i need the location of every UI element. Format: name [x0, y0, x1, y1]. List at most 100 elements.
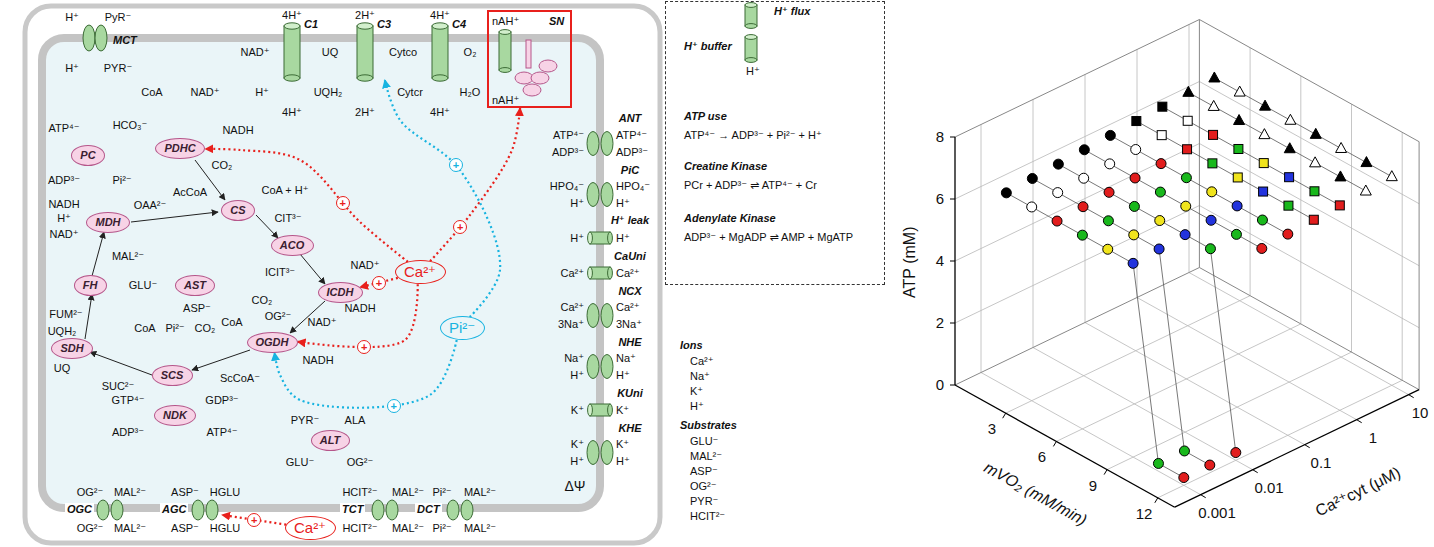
reaction-arrow [131, 212, 218, 222]
species-label: ADP³⁻ [616, 146, 648, 159]
data-marker [1386, 171, 1397, 181]
carrier-symbol [97, 500, 109, 520]
edge-label: + [387, 399, 401, 413]
species-label: CoA [134, 322, 155, 335]
axis-line [955, 385, 1175, 507]
species-label: MAL²⁻ [690, 450, 722, 463]
carrier-label: DCT [413, 501, 477, 519]
outer-membrane [25, 6, 660, 543]
node-text: Creatine Kinase [684, 160, 767, 173]
species-label: UQ [322, 46, 339, 59]
node-text: DCT [415, 503, 442, 516]
channel-symbol [499, 68, 511, 73]
node-text: AST [184, 279, 206, 292]
species-label: OG²⁻ [265, 310, 292, 323]
species-label: O₂ [464, 46, 477, 59]
species-label: ICIT³⁻ [265, 266, 295, 279]
species-label: H⁺ [57, 212, 71, 225]
carrier-symbol [587, 441, 599, 465]
species-label: UQ [54, 362, 71, 375]
regulation-arrow [430, 108, 520, 261]
complex-channel: C4 [428, 18, 468, 80]
series-line [1058, 164, 1235, 452]
species-label: GDP³⁻ [205, 394, 238, 407]
channel-symbol [284, 23, 300, 29]
data-marker [1179, 473, 1189, 483]
data-marker [1105, 130, 1115, 140]
data-marker [1234, 144, 1243, 153]
node-text: CS [230, 204, 246, 217]
species-label: K⁺ [616, 404, 629, 417]
box-edge [1419, 142, 1420, 390]
series-line [1188, 92, 1365, 191]
species-label: ASP⁻ [171, 522, 199, 535]
node-text: ICDH [327, 286, 354, 299]
node-text: OGC [65, 503, 94, 516]
transporter-label: H⁺ leak [611, 214, 650, 227]
data-marker [1079, 145, 1089, 155]
transporter-label: KHE [618, 422, 642, 435]
carrier-symbol [587, 183, 599, 207]
species-label: Ca²⁺ [690, 355, 714, 368]
species-label: PYR⁻ [104, 62, 132, 75]
species-label: ATP⁴⁻ [616, 129, 647, 142]
species-label: Cytcr [397, 86, 423, 99]
species-label: NADH [344, 302, 375, 315]
species-label: Ca²⁺ [560, 267, 584, 280]
carrier-label: OGC [63, 501, 127, 519]
species-label: NAD⁺ [49, 228, 78, 241]
synthase-box: SNnAH⁺nAH⁺ [487, 10, 572, 108]
enzyme-ellipse: FH [74, 275, 107, 296]
data-marker [1130, 173, 1140, 183]
species-label: ATP⁴⁻ [553, 129, 584, 142]
axis-text: 1 [1369, 429, 1377, 446]
edge-label: + [247, 513, 261, 527]
transporter-label: CaUni [614, 250, 646, 263]
node-text: Ca²⁺ [404, 263, 437, 280]
reaction-arrow [192, 350, 250, 370]
species-label: H⁺ [65, 62, 79, 75]
species-label: NADH [222, 124, 253, 137]
node-text: KHE [618, 422, 642, 435]
species-label: 2H⁺ [355, 106, 375, 119]
species-label: NADH [302, 354, 333, 367]
enzyme-ellipse: ICDH [318, 282, 363, 303]
channel-symbol [432, 75, 448, 81]
node-text: C3 [377, 18, 391, 31]
grid-line [955, 144, 1419, 266]
grid-line [1006, 296, 1250, 414]
species-label: H⁺ [65, 11, 79, 24]
channel-symbol [284, 26, 300, 78]
data-marker [1105, 159, 1115, 169]
data-marker [1257, 243, 1267, 253]
species-label: NAD⁺ [190, 86, 219, 99]
species-label: Ions [680, 339, 703, 352]
data-marker [1103, 216, 1113, 226]
synthase-subunit [515, 72, 533, 84]
carrier-symbol [601, 441, 613, 465]
node-text: TCT [340, 503, 365, 516]
species-label: HCO₃⁻ [113, 119, 148, 132]
enzyme-ellipse: AST [175, 275, 215, 296]
node-text: MDH [95, 216, 121, 229]
axis-text: 0.001 [1198, 504, 1236, 521]
channel-symbol [588, 404, 593, 416]
data-marker [1209, 72, 1220, 82]
axis-text: 12 [1136, 505, 1153, 522]
data-marker [1309, 215, 1318, 224]
regulation-arrow [385, 80, 500, 317]
species-label: K⁺ [571, 438, 584, 451]
data-marker [1284, 201, 1293, 210]
regulation-arrow [275, 340, 457, 408]
data-marker [1155, 187, 1165, 197]
species-label: Ca²⁺ [616, 267, 640, 280]
data-marker [1232, 201, 1242, 211]
transporter-label: KUni [617, 387, 643, 400]
channel-symbol [284, 75, 300, 81]
node-text: PC [80, 149, 96, 162]
node-text: C1 [304, 18, 318, 31]
data-marker [1310, 187, 1319, 196]
node-text: NDK [163, 409, 187, 422]
axis-text: 0.01 [1254, 479, 1283, 496]
data-marker [1336, 142, 1347, 152]
